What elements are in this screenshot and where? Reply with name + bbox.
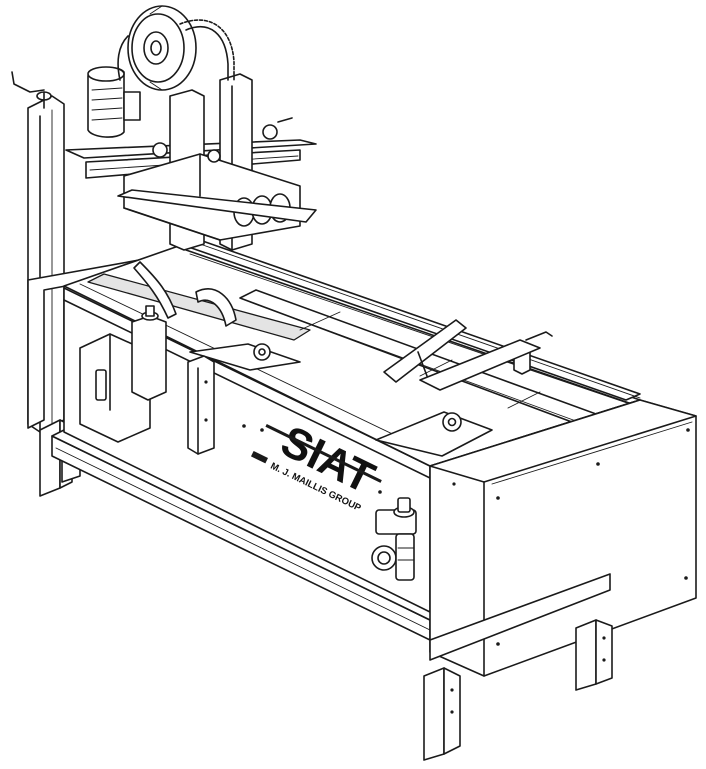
tape-roll bbox=[127, 5, 197, 91]
upper-head-assembly bbox=[65, 73, 317, 251]
right-legs bbox=[423, 573, 613, 761]
flap-guides bbox=[133, 261, 493, 457]
right-adjuster bbox=[419, 331, 553, 391]
right-end-box bbox=[429, 399, 697, 677]
center-bracket bbox=[187, 355, 215, 455]
electrical-box bbox=[79, 305, 167, 443]
air-filter-regulator bbox=[371, 497, 417, 581]
cable-conduit bbox=[117, 19, 235, 81]
motor bbox=[87, 66, 141, 138]
